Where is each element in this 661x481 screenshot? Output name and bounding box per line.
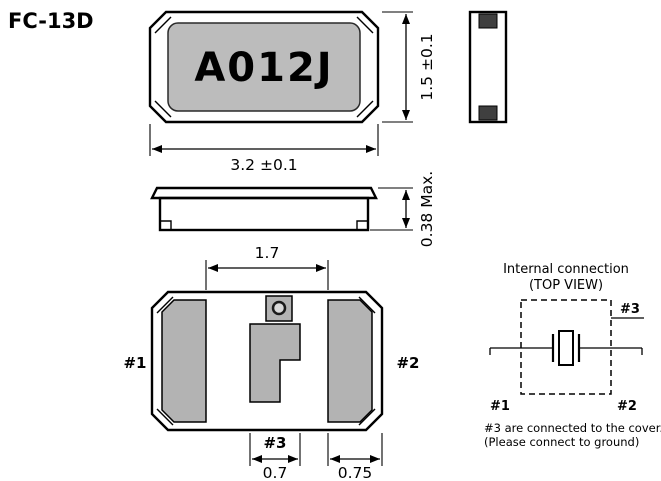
width-dimension: 3.2 ±0.1 [149, 124, 379, 174]
dimension-text: 1.7 [255, 244, 280, 262]
corner-notch [154, 16, 172, 34]
internal-connection-title: Internal connection [503, 262, 629, 277]
top-view-lid [167, 22, 361, 112]
pin-3-label: #3 [620, 302, 640, 317]
side-view-terminal-top [478, 13, 498, 29]
profile-terminal-notch [160, 220, 172, 230]
top-view-group: A012J [148, 10, 380, 124]
corner-notch [154, 100, 172, 118]
height-dimension: 1.5 ±0.1 [382, 11, 436, 123]
pad-gap-dimension: 1.7 [205, 244, 329, 290]
corner-notch [356, 16, 374, 34]
bottom-view-outline [150, 290, 384, 432]
pin-1-label: #1 [490, 399, 510, 414]
corner-notch [358, 408, 376, 426]
pad-2 [327, 299, 373, 423]
bottom-view-group: #1 #2 #3 [123, 290, 420, 452]
pad-3-label: #3 [263, 434, 286, 452]
pad-1 [161, 299, 207, 423]
cover-note-line1: #3 are connected to the cover. [484, 421, 661, 435]
pad-2-label: #2 [396, 354, 419, 372]
profile-terminal-notch [356, 220, 368, 230]
corner-notch [356, 100, 374, 118]
crystal-body [558, 330, 574, 366]
pad3-width-dimension: 0.7 [249, 433, 301, 481]
part-number-title: FC-13D [8, 9, 94, 33]
side-view-terminal-bottom [478, 105, 498, 121]
cover-note-line2: (Please connect to ground) [484, 435, 639, 449]
corner-notch [156, 296, 174, 314]
internal-connection-subtitle: (TOP VIEW) [529, 278, 603, 293]
case-outline-dashed [520, 299, 612, 395]
pad-3 [249, 323, 301, 403]
side-view-group [468, 10, 508, 124]
top-view-outline [148, 10, 380, 124]
dimension-text: 1.5 ±0.1 [418, 33, 436, 100]
dimension-text: 0.75 [338, 464, 373, 481]
dimension-text: 0.38 Max. [418, 171, 436, 247]
pad-1-label: #1 [123, 354, 146, 372]
mount-pad-circle [271, 300, 287, 316]
pin-2-label: #2 [617, 399, 637, 414]
part-marking-text: A012J [194, 45, 333, 91]
profile-lid [150, 186, 378, 200]
side-view-outline [468, 10, 508, 124]
internal-connection-group: Internal connection (TOP VIEW) #3 #1 #2 … [484, 262, 661, 449]
dimension-text: 3.2 ±0.1 [230, 156, 297, 174]
pad2-width-dimension: 0.75 [327, 433, 383, 481]
profile-body [158, 196, 370, 232]
corner-notch [358, 296, 376, 314]
profile-view-group [150, 186, 378, 232]
thickness-dimension: 0.38 Max. [370, 171, 436, 247]
dimension-text: 0.7 [263, 464, 288, 481]
corner-notch [156, 408, 174, 426]
